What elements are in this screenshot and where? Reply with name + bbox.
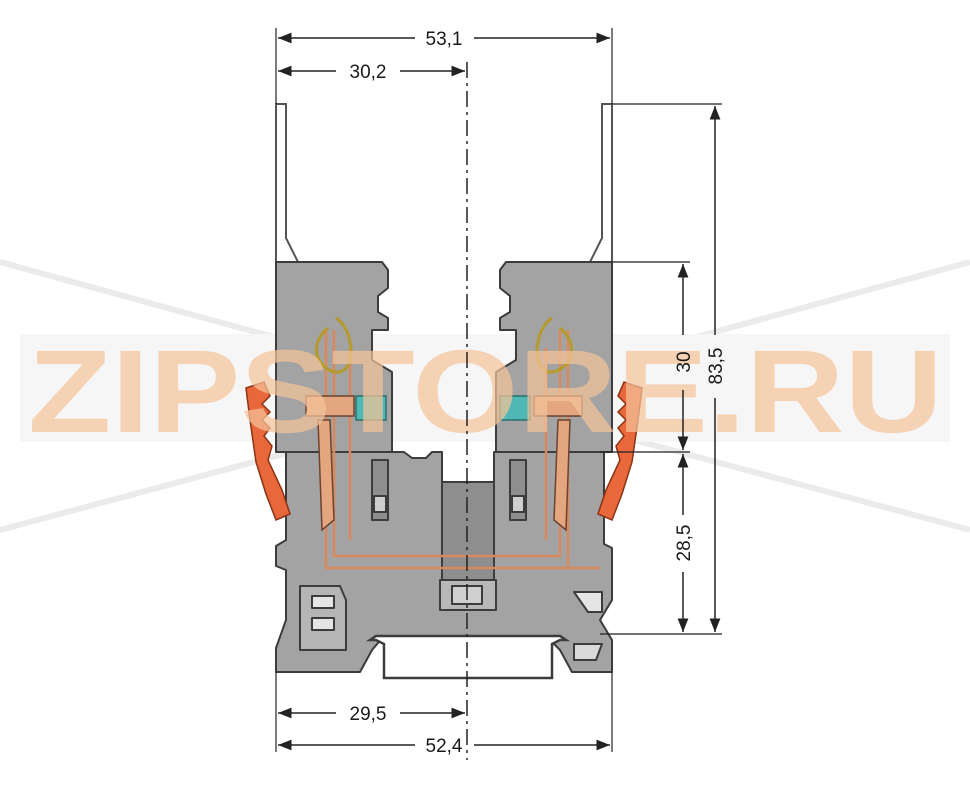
operating-levers: [245, 381, 643, 521]
dimension-lines: [278, 32, 721, 751]
copper-contacts: [305, 395, 583, 532]
dim-right-upper: 30: [674, 351, 695, 372]
clamp-springs: [314, 316, 574, 374]
watermark-text: ZIPSTORE.RU: [28, 326, 943, 458]
watermark-stripes: [0, 259, 970, 533]
dim-right-lower: 28,5: [674, 525, 695, 562]
din-rail: [365, 634, 571, 680]
dim-right-total: 83,5: [706, 348, 727, 385]
dim-top-total: 53,1: [426, 29, 463, 50]
teal-markers: [355, 395, 531, 421]
dim-bottom-total: 52,4: [426, 736, 463, 757]
dim-top-half: 30,2: [350, 62, 387, 83]
test-plug-tabs: [275, 103, 613, 263]
extension-lines: [275, 28, 722, 752]
dim-bottom-half: 29,5: [350, 704, 387, 725]
